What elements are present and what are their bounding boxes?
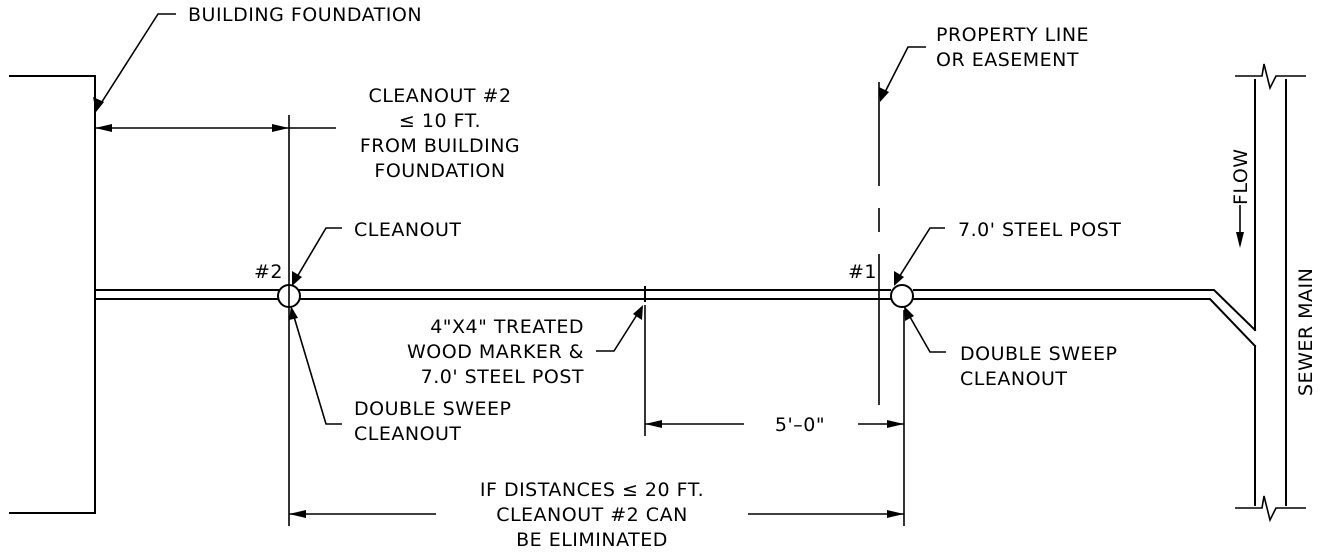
double-sweep-right-leader	[905, 309, 946, 353]
dim-5ft-label: 5'–0"	[775, 414, 825, 436]
double-sweep-left-label-2: CLEANOUT	[354, 423, 462, 445]
wood-marker-leader-arrow	[633, 305, 643, 320]
dim-5ft-arrow-left	[645, 420, 662, 428]
building-foundation-outline	[9, 75, 96, 514]
dim-20ft-arrow-right	[887, 510, 904, 518]
dim-arrow-right	[272, 124, 289, 132]
cleanout2-distance-line1: CLEANOUT #2	[368, 85, 511, 107]
cleanout-number-1: #1	[848, 261, 877, 283]
property-line-leader-arrow	[879, 87, 889, 102]
cleanout-number-2: #2	[254, 261, 283, 283]
if-distance-label-1: IF DISTANCES ≤ 20 FT.	[480, 479, 704, 501]
sewer-main-break-top	[1235, 63, 1306, 91]
steel-post-leader	[895, 227, 945, 283]
cleanout2-circle	[277, 284, 301, 308]
property-line-label-2: OR EASEMENT	[936, 49, 1079, 71]
double-sweep-right-leader-arrow	[904, 306, 914, 321]
double-sweep-right-label-1: DOUBLE SWEEP	[960, 343, 1117, 365]
flow-label: FLOW	[1230, 148, 1252, 205]
flow-arrow-head	[1236, 232, 1244, 248]
wood-marker-label-1: 4"X4" TREATED	[430, 316, 584, 338]
property-line-leader	[881, 46, 926, 99]
cleanout1-circle	[890, 284, 914, 308]
wood-marker-label-3: 7.0' STEEL POST	[421, 366, 584, 388]
building-foundation-leader	[97, 13, 176, 109]
steel-post-label: 7.0' STEEL POST	[958, 219, 1121, 241]
cleanout-leader-arrow	[292, 271, 302, 286]
wood-marker-label-2: WOOD MARKER &	[407, 341, 584, 363]
cleanout2-distance-line3: FROM BUILDING	[360, 135, 520, 157]
wood-marker-leader	[596, 309, 641, 352]
double-sweep-left-label-1: DOUBLE SWEEP	[354, 398, 511, 420]
double-sweep-left-leader	[291, 309, 342, 425]
if-distance-label-2: CLEANOUT #2 CAN	[496, 504, 688, 526]
steel-post-leader-arrow	[894, 271, 904, 286]
cleanout-label: CLEANOUT	[354, 219, 462, 241]
building-foundation-label: BUILDING FOUNDATION	[188, 4, 422, 26]
dim-20ft-arrow-left	[289, 510, 306, 518]
service-pipe-top	[94, 289, 1257, 332]
sewer-main-break-bottom	[1235, 495, 1306, 523]
double-sweep-left-leader-arrow	[289, 306, 298, 320]
cleanout-leader	[293, 227, 342, 283]
cleanout2-distance-line4: FOUNDATION	[374, 160, 505, 182]
service-pipe-bottom	[94, 298, 1257, 348]
double-sweep-right-label-2: CLEANOUT	[960, 368, 1068, 390]
if-distance-label-3: BE ELIMINATED	[516, 529, 668, 551]
property-line-label-1: PROPERTY LINE	[936, 24, 1089, 46]
dim-5ft-arrow-right	[887, 420, 904, 428]
cleanout2-distance-line2: ≤ 10 FT.	[399, 110, 481, 132]
dim-arrow-left	[95, 124, 112, 132]
sewer-main-label: SEWER MAIN	[1295, 268, 1317, 396]
building-foundation-leader-arrow	[93, 97, 104, 112]
